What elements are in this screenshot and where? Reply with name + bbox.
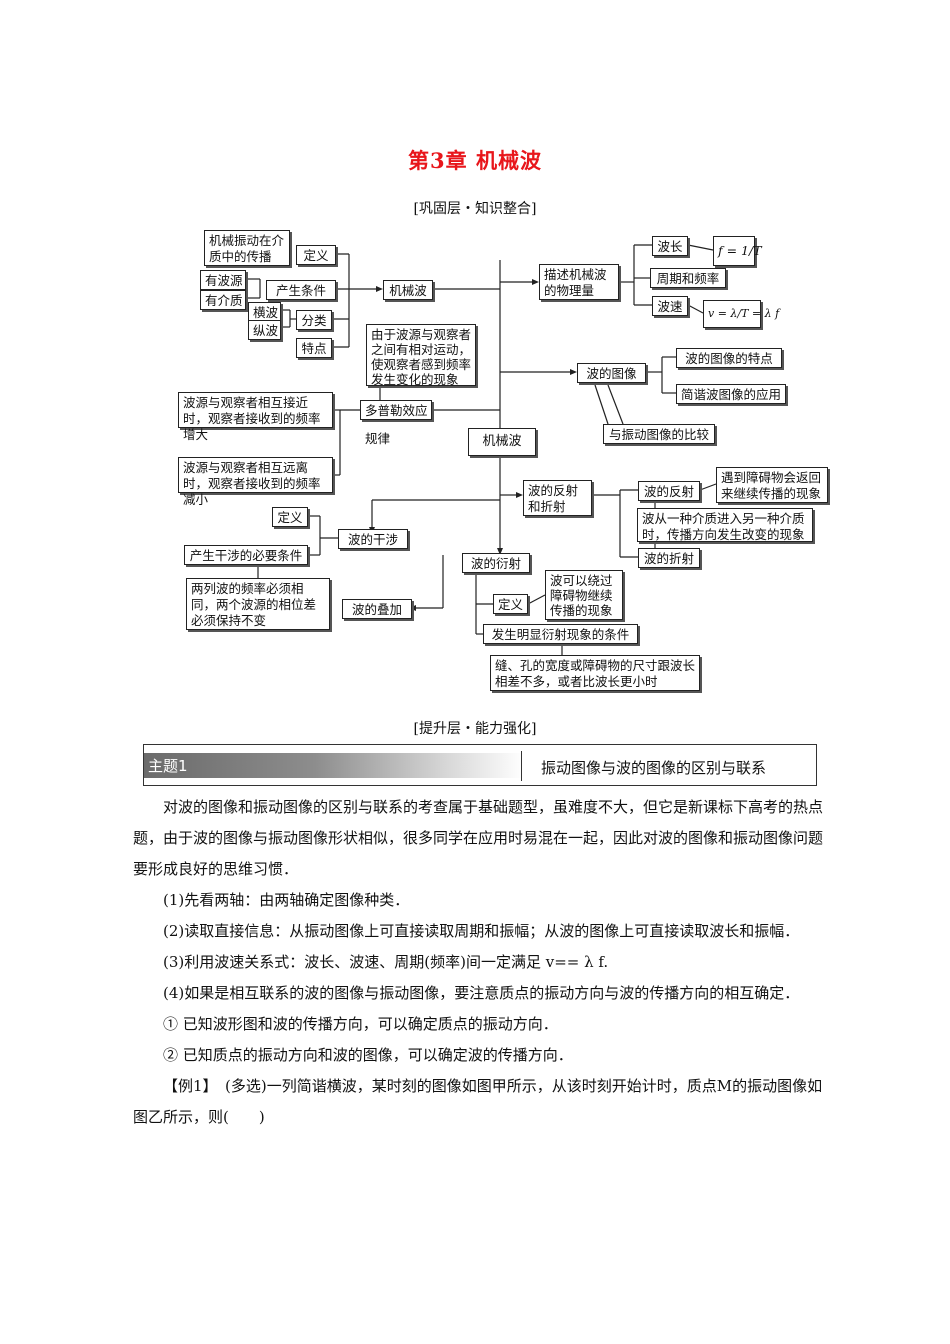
definition-box: 机械振动在介质中的传播 [204, 230, 290, 266]
wave-superposition: 波的叠加 [342, 599, 412, 619]
formula-frequency: f = 1/T [713, 236, 762, 266]
intro-paragraph: 对波的图像和振动图像的区别与联系的考查属于基础题型，虽难度不大，但它是新课标下高… [133, 798, 824, 878]
step-4a: ① 已知波形图和波的传播方向，可以确定质点的振动方向． [163, 1015, 558, 1033]
diffraction-definition: 定义 [493, 594, 528, 614]
definition-label: 定义 [296, 245, 336, 265]
wavelength: 波长 [652, 236, 688, 256]
feature-label: 特点 [296, 338, 332, 358]
period-frequency: 周期和频率 [650, 268, 726, 288]
reflection-description: 遇到障碍物会返回来继续传播的现象 [716, 467, 828, 503]
section-improve: [提升层・能力强化] [413, 721, 537, 737]
topic-title: 振动图像与波的图像的区别与联系 [541, 759, 767, 777]
step-3: (3)利用波速关系式：波长、波速、周期(频率)间一定满足 v== λ f. [163, 953, 609, 971]
wave-interference: 波的干涉 [338, 529, 408, 549]
class-longitudinal: 纵波 [248, 320, 281, 340]
reflection-refraction: 波的反射和折射 [523, 480, 592, 516]
wave-diffraction: 波的衍射 [462, 553, 530, 573]
rule-label: 规律 [365, 431, 391, 446]
doppler-definition-box: 由于波源与观察者之间有相对运动，使观察者感到频率发生变化的现象 [366, 324, 476, 387]
doppler-approach: 波源与观察者相互接近时，观察者接收到的频率增大 [178, 392, 333, 442]
refraction-description: 波从一种介质进入另一种介质时，传播方向发生改变的现象 [637, 508, 813, 542]
condition-medium: 有介质 [200, 290, 246, 310]
wave-image-feature: 波的图像的特点 [676, 348, 782, 368]
mechanical-wave-center: 机械波 [468, 428, 536, 456]
diffraction-condition-description: 缝、孔的宽度或障碍物的尺寸跟波长相差不多，或者比波长更小时 [490, 655, 700, 691]
formula-speed: v = λ/T = λ f [703, 300, 779, 328]
diffraction-condition: 发生明显衍射现象的条件 [483, 624, 638, 644]
diffraction-description: 波可以绕过障碍物继续传播的现象 [545, 570, 623, 620]
mechanical-wave-top: 机械波 [383, 280, 433, 300]
condition-label: 产生条件 [266, 280, 336, 300]
step-4: (4)如果是相互联系的波的图像与振动图像，要注意质点的振动方向与波的传播方向的相… [163, 984, 800, 1002]
refraction: 波的折射 [638, 548, 700, 568]
interference-condition: 产生干涉的必要条件 [184, 545, 308, 565]
class-transverse: 横波 [248, 302, 281, 322]
doppler-effect: 多普勒效应 [360, 400, 432, 420]
wave-image-application: 简谐波图像的应用 [676, 384, 786, 404]
interference-condition-description: 两列波的频率必须相同，两个波源的相位差必须保持不变 [186, 578, 330, 630]
body-text: 对波的图像和振动图像的区别与联系的考查属于基础题型，虽难度不大，但它是新课标下高… [133, 792, 823, 1133]
topic-header: 主题1 振动图像与波的图像的区别与联系 [143, 744, 817, 786]
step-2: (2)读取直接信息：从振动图像上可直接读取周期和振幅；从波的图像上可直接读取波长… [163, 922, 800, 940]
step-1: (1)先看两轴：由两轴确定图像种类． [163, 891, 410, 909]
reflection: 波的反射 [638, 481, 700, 501]
interference-definition: 定义 [272, 507, 308, 527]
wave-image: 波的图像 [577, 363, 646, 383]
step-4b: ② 已知质点的振动方向和波的图像，可以确定波的传播方向． [163, 1046, 573, 1064]
wave-speed: 波速 [652, 296, 688, 316]
topic-tag: 主题1 [144, 753, 524, 778]
topic-divider [521, 751, 522, 781]
condition-source: 有波源 [200, 270, 246, 290]
doppler-recede: 波源与观察者相互远离时，观察者接收到的频率减小 [178, 457, 333, 507]
section-consolidate: [巩固层・知识整合] [413, 201, 537, 217]
chapter-title: 第3章 机械波 [408, 148, 542, 173]
example-1: 【例1】 (多选)一列简谐横波，某时刻的图像如图甲所示，从该时刻开始计时，质点M… [133, 1077, 823, 1126]
compare-vibration-image: 与振动图像的比较 [603, 424, 715, 444]
describe-quantities: 描述机械波的物理量 [539, 264, 619, 300]
class-label: 分类 [296, 310, 332, 330]
concept-map-lines [245, 244, 717, 655]
